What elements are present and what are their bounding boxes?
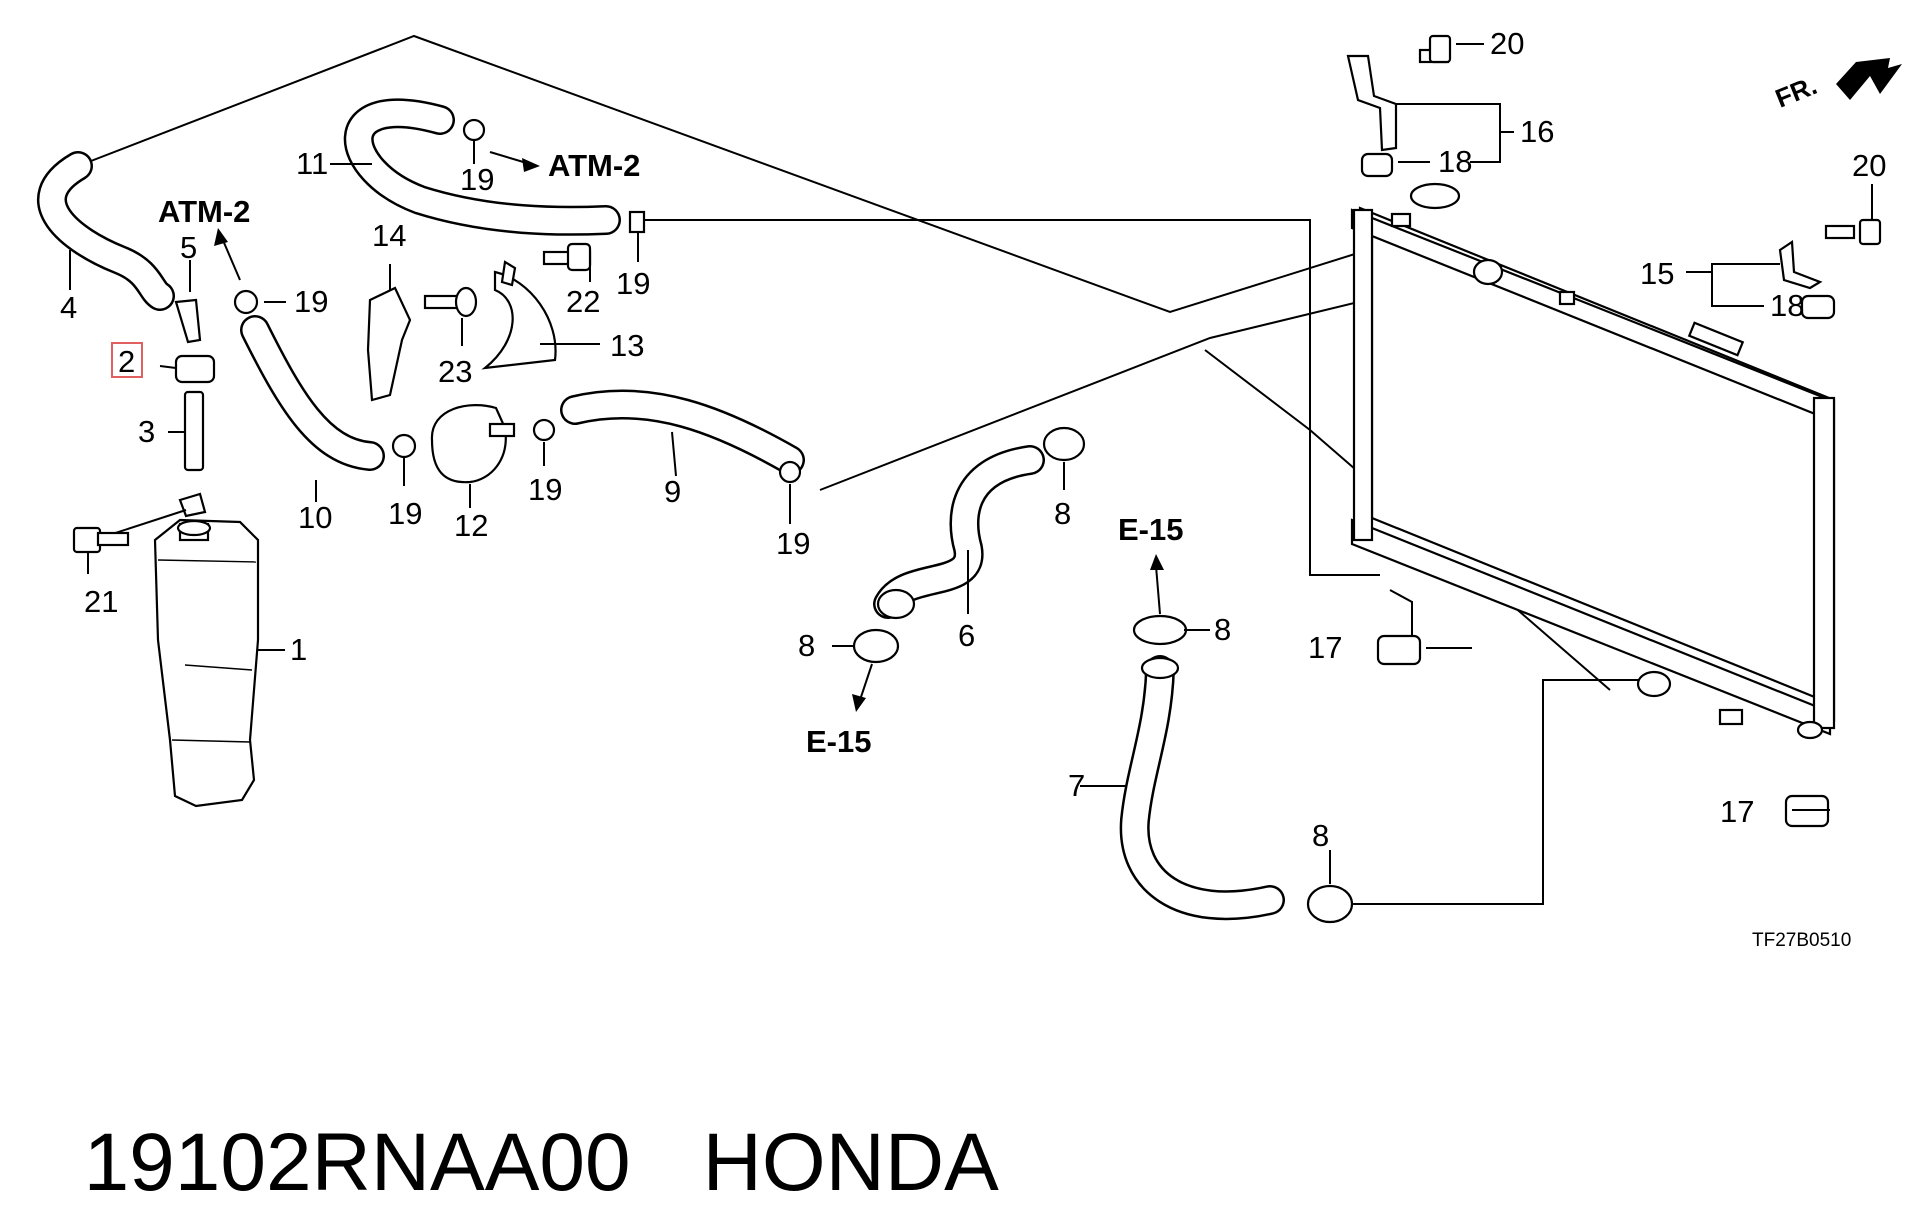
bolt-22: [542, 242, 592, 272]
front-direction-label: FR.: [1771, 70, 1821, 114]
label-10: 10: [298, 500, 332, 535]
hose-4: [37, 151, 175, 311]
label-21: 21: [84, 584, 118, 619]
hose-9: [560, 389, 805, 475]
label-8-a: 8: [1054, 496, 1071, 531]
ref-atm-2-top: ATM-2: [548, 148, 640, 183]
label-17-a: 17: [1308, 630, 1342, 665]
ref-atm-2-left: ATM-2: [158, 194, 250, 229]
label-19-d: 19: [528, 472, 562, 507]
label-leaders: [69, 43, 1873, 884]
hose-10: [240, 315, 385, 471]
footer-caption: 19102RNAA00 HONDA: [38, 1022, 999, 1210]
label-8-b: 8: [798, 628, 815, 663]
brand-name: HONDA: [702, 1117, 999, 1208]
hose-7: [1119, 655, 1285, 921]
label-5: 5: [180, 230, 197, 265]
label-14: 14: [372, 218, 406, 253]
hose-11: [343, 98, 621, 236]
label-18-b: 18: [1770, 288, 1804, 323]
pipe-3: [183, 390, 205, 472]
label-9: 9: [664, 474, 681, 509]
label-17-b: 17: [1720, 794, 1754, 829]
label-23: 23: [438, 354, 472, 389]
front-direction-arrow: FR.: [1771, 58, 1902, 114]
strap-13: [481, 260, 557, 370]
label-20-b: 20: [1852, 148, 1886, 183]
hose-6: [873, 445, 1045, 620]
drawing-code: TF27B0510: [1752, 930, 1851, 951]
label-20-a: 20: [1490, 26, 1524, 61]
label-22: 22: [566, 284, 600, 319]
joint-5: [174, 298, 202, 344]
label-19-c: 19: [388, 496, 422, 531]
label-6: 6: [958, 618, 975, 653]
label-19-f: 19: [616, 266, 650, 301]
label-11: 11: [296, 146, 328, 181]
radiator: [1350, 182, 1836, 740]
reservoir-tank: [99, 492, 260, 808]
parts-diagram: FR. ATM-2 ATM-2 E-15 E-15 1 2 3 4 5 6 7 …: [37, 26, 1902, 951]
cylinder-12: [430, 404, 516, 484]
cushion-18: [1360, 152, 1836, 320]
label-13: 13: [610, 328, 644, 363]
label-4: 4: [60, 290, 77, 325]
ref-e-15-left: E-15: [806, 724, 871, 759]
leader-lines: [77, 34, 1640, 905]
label-3: 3: [138, 414, 155, 449]
label-19-b: 19: [294, 284, 328, 319]
label-18-a: 18: [1438, 144, 1472, 179]
label-8-d: 8: [1312, 818, 1329, 853]
label-15: 15: [1640, 256, 1674, 291]
label-1: 1: [290, 632, 307, 667]
bracket-16: [1346, 54, 1398, 152]
label-8-c: 8: [1214, 612, 1231, 647]
cap-2: [111, 342, 216, 384]
clamp-8: [852, 426, 1354, 924]
bracket-14: [366, 286, 412, 402]
label-19-a: 19: [460, 162, 494, 197]
label-2: 2: [118, 344, 135, 379]
bolt-23: [423, 286, 478, 318]
bolt-20: [1418, 34, 1882, 246]
part-number: 19102RNAA00: [83, 1117, 631, 1208]
bracket-15: [1778, 240, 1823, 290]
bolt-21: [72, 526, 130, 574]
reference-arrows: [214, 151, 1164, 712]
ref-e-15-center: E-15: [1118, 512, 1183, 547]
label-7: 7: [1068, 768, 1085, 803]
label-19-e: 19: [776, 526, 810, 561]
label-16: 16: [1520, 114, 1554, 149]
label-12: 12: [454, 508, 488, 543]
